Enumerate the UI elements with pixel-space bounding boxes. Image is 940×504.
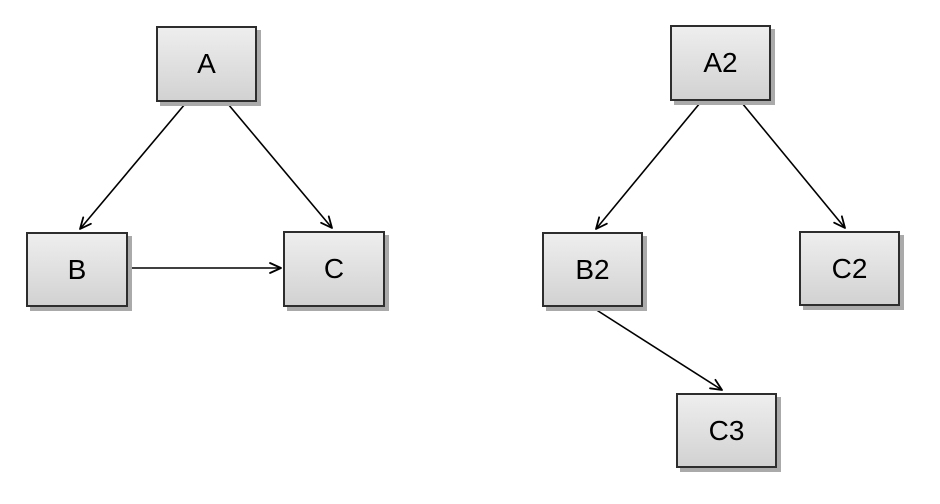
node-label: B2 <box>575 253 610 285</box>
node-a[interactable]: A <box>156 26 257 102</box>
node-b[interactable]: B <box>26 232 128 307</box>
edge-b2-c3 <box>594 308 723 391</box>
node-c3[interactable]: C3 <box>676 393 777 468</box>
node-label: C2 <box>831 252 868 284</box>
edge-group <box>79 102 846 391</box>
node-label: B <box>67 253 87 285</box>
edge-a-c <box>227 103 333 229</box>
node-label: A2 <box>703 47 738 78</box>
edge-a-b <box>79 103 186 230</box>
node-c2[interactable]: C2 <box>799 231 900 306</box>
node-a2[interactable]: A2 <box>670 25 771 101</box>
node-label: A <box>197 48 216 79</box>
node-label: C <box>323 253 345 284</box>
node-c[interactable]: C <box>283 231 385 307</box>
node-label: C3 <box>708 414 745 446</box>
node-b2[interactable]: B2 <box>542 232 643 307</box>
edge-a2-c2 <box>741 102 846 229</box>
edge-a2-b2 <box>595 102 701 230</box>
